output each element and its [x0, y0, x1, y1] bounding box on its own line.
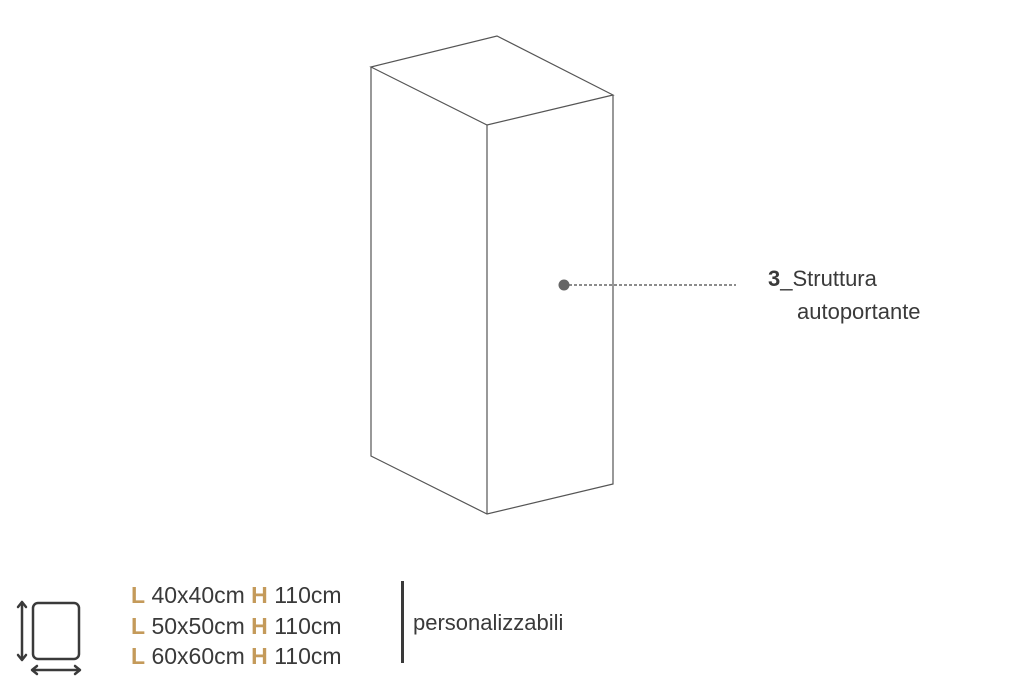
column-top-face	[369, 35, 615, 126]
column-box	[369, 35, 615, 515]
divider	[401, 581, 404, 663]
length-label: L	[131, 582, 146, 608]
dimensions-list: L 40x40cm H 110cm L 50x50cm H 110cm L 60…	[131, 580, 342, 672]
length-label: L	[131, 643, 146, 669]
customizable-note: personalizzabili	[413, 610, 564, 635]
dimension-row: L 50x50cm H 110cm	[131, 611, 342, 642]
height-label: H	[251, 612, 268, 639]
callout-label-line1: 3_Struttura	[768, 268, 877, 290]
height-value: 110cm	[274, 643, 342, 669]
length-value: 40x40cm	[151, 582, 245, 608]
column-outline	[370, 67, 614, 515]
length-value: 50x50cm	[151, 612, 245, 639]
callout-number: 3	[768, 266, 781, 291]
height-label: H	[251, 643, 268, 669]
dimension-row: L 40x40cm H 110cm	[131, 580, 342, 611]
callout-separator: _	[780, 266, 793, 291]
length-label: L	[131, 612, 146, 639]
callout-dot	[558, 279, 570, 291]
height-label: H	[251, 582, 268, 608]
dimension-row: L 60x60cm H 110cm	[131, 641, 342, 672]
length-value: 60x60cm	[151, 643, 245, 669]
footprint-dimension-icon	[16, 600, 82, 676]
callout-title: Struttura	[792, 266, 877, 291]
height-value: 110cm	[274, 582, 342, 608]
callout-label-line2: autoportante	[797, 299, 921, 324]
height-value: 110cm	[274, 612, 342, 639]
